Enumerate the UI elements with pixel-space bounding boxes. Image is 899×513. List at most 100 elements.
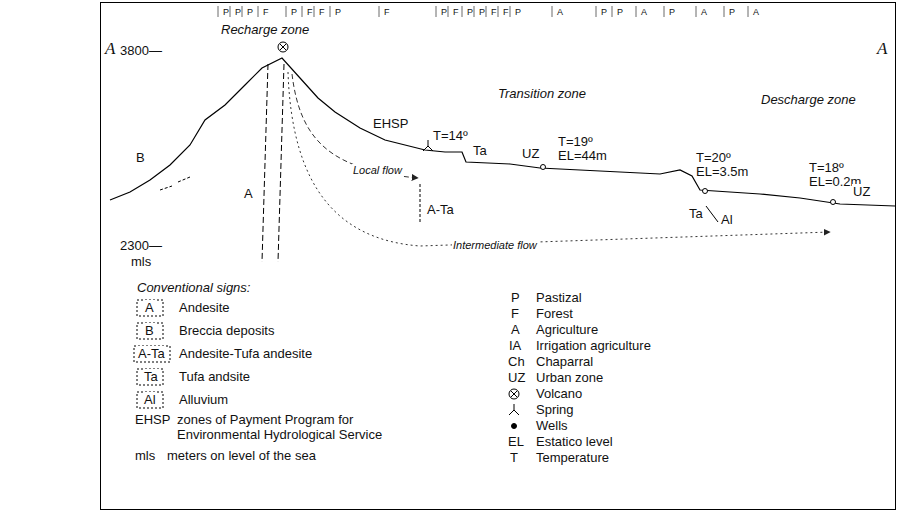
static-level-label: EL=44m	[557, 148, 608, 163]
land-use-letter: A	[640, 7, 648, 17]
land-use-separator	[510, 6, 511, 17]
land-use-separator	[612, 6, 613, 17]
volcano-symbol	[280, 44, 286, 50]
land-use-letter: A	[752, 7, 760, 17]
legend-symbol: A-Ta	[137, 346, 166, 361]
volcano-symbol	[511, 391, 517, 397]
legend-text: Tufa andsite	[178, 369, 251, 384]
legend-text: Chaparral	[535, 354, 594, 369]
flow-label: Intermediate flow	[452, 239, 538, 252]
legend-symbol: A	[144, 300, 155, 315]
land-use-separator	[474, 6, 475, 17]
zone-code: EHSP	[372, 116, 409, 131]
legend-text: Andesite-Tufa andesite	[178, 346, 313, 361]
land-use-separator	[724, 6, 725, 17]
well-symbol	[703, 189, 708, 194]
temperature-label: T=19º	[557, 134, 594, 149]
land-use-letter: A	[556, 7, 564, 17]
legend-symbol: T	[509, 450, 519, 465]
land-use-separator	[218, 6, 219, 17]
legend-text: Breccia deposits	[178, 323, 275, 338]
legend-text: Wells	[535, 418, 569, 433]
elevation-label: 2300—	[119, 238, 163, 253]
legend-symbol: mls	[134, 448, 156, 463]
land-use-letter: F	[306, 7, 314, 17]
fault-line	[262, 64, 268, 262]
static-level-label: EL=3.5m	[695, 164, 749, 179]
legend-symbol: EL	[507, 434, 525, 449]
land-use-letter: P	[478, 7, 486, 17]
unit-label: A	[243, 186, 254, 201]
unit-label: Al	[720, 212, 734, 227]
land-use-letter: P	[466, 7, 474, 17]
legend-sample-box	[137, 369, 163, 385]
legend-symbol: EHSP	[134, 412, 171, 427]
land-use-separator	[330, 6, 331, 17]
well-symbol	[512, 424, 517, 429]
legend-symbol: Ch	[507, 354, 526, 369]
temperature-label: T=14º	[432, 128, 469, 143]
legend-text: Andesite	[178, 300, 231, 315]
land-use-letter: A	[700, 7, 708, 17]
legend-text: meters on level of the sea	[166, 448, 317, 463]
legend-symbol: Ta	[143, 369, 159, 384]
legend-text: Estatico level	[535, 434, 614, 449]
section-marker: A	[876, 40, 888, 58]
legend-text: Agriculture	[535, 322, 599, 337]
legend-sample-box	[137, 323, 163, 339]
unit-label: Ta	[472, 143, 488, 158]
land-use-separator	[286, 6, 287, 17]
land-use-letter: F	[262, 7, 270, 17]
land-use-letter: F	[502, 7, 510, 17]
volcano-symbol	[278, 42, 288, 52]
land-use-separator	[242, 6, 243, 17]
legend-symbol: UZ	[507, 370, 526, 385]
land-use-letter: F	[452, 7, 460, 17]
legend-sample-box	[134, 346, 170, 362]
land-use-letter: P	[728, 7, 736, 17]
fault-line	[278, 64, 284, 262]
land-use-separator	[664, 6, 665, 17]
land-use-separator	[636, 6, 637, 17]
land-use-letter: P	[440, 7, 448, 17]
zone-label: Transition zone	[497, 86, 587, 101]
intermediate-flow-line	[288, 72, 830, 246]
frame	[101, 3, 896, 510]
land-use-letter: P	[334, 7, 342, 17]
land-use-separator	[696, 6, 697, 17]
well-symbol	[541, 165, 546, 170]
land-use-letter: P	[246, 7, 254, 17]
unit-label: Ta	[688, 206, 704, 221]
elevation-label: 3800—	[119, 43, 163, 58]
legend-text: Temperature	[535, 450, 610, 465]
land-use-letter: P	[668, 7, 676, 17]
land-use-separator	[314, 6, 315, 17]
legend-text: Volcano	[535, 386, 583, 401]
land-use-separator	[258, 6, 259, 17]
land-use-separator	[448, 6, 449, 17]
zone-label: Descharge zone	[760, 92, 857, 107]
unit-label: A-Ta	[426, 202, 455, 217]
land-use-separator	[379, 6, 380, 17]
legend-symbol: P	[510, 290, 521, 305]
legend-symbol: F	[510, 306, 520, 321]
zone-label: Recharge zone	[220, 22, 310, 37]
volcano-symbol	[278, 42, 288, 52]
contact-line	[420, 184, 421, 222]
land-use-label: UZ	[852, 184, 871, 199]
land-use-separator	[462, 6, 463, 17]
well-symbol	[831, 200, 836, 205]
contact-line	[160, 177, 190, 190]
land-use-letter: P	[600, 7, 608, 17]
land-use-letter: P	[514, 7, 522, 17]
land-use-letter: P	[616, 7, 624, 17]
spring-symbol	[509, 404, 519, 415]
legend-symbol: B	[144, 323, 155, 338]
land-use-separator	[748, 6, 749, 17]
unit-of-measure: mls	[130, 254, 152, 269]
land-use-letter: P	[222, 7, 230, 17]
legend-text: Forest	[535, 306, 574, 321]
land-use-separator	[436, 6, 437, 17]
section-marker: A	[104, 40, 116, 58]
